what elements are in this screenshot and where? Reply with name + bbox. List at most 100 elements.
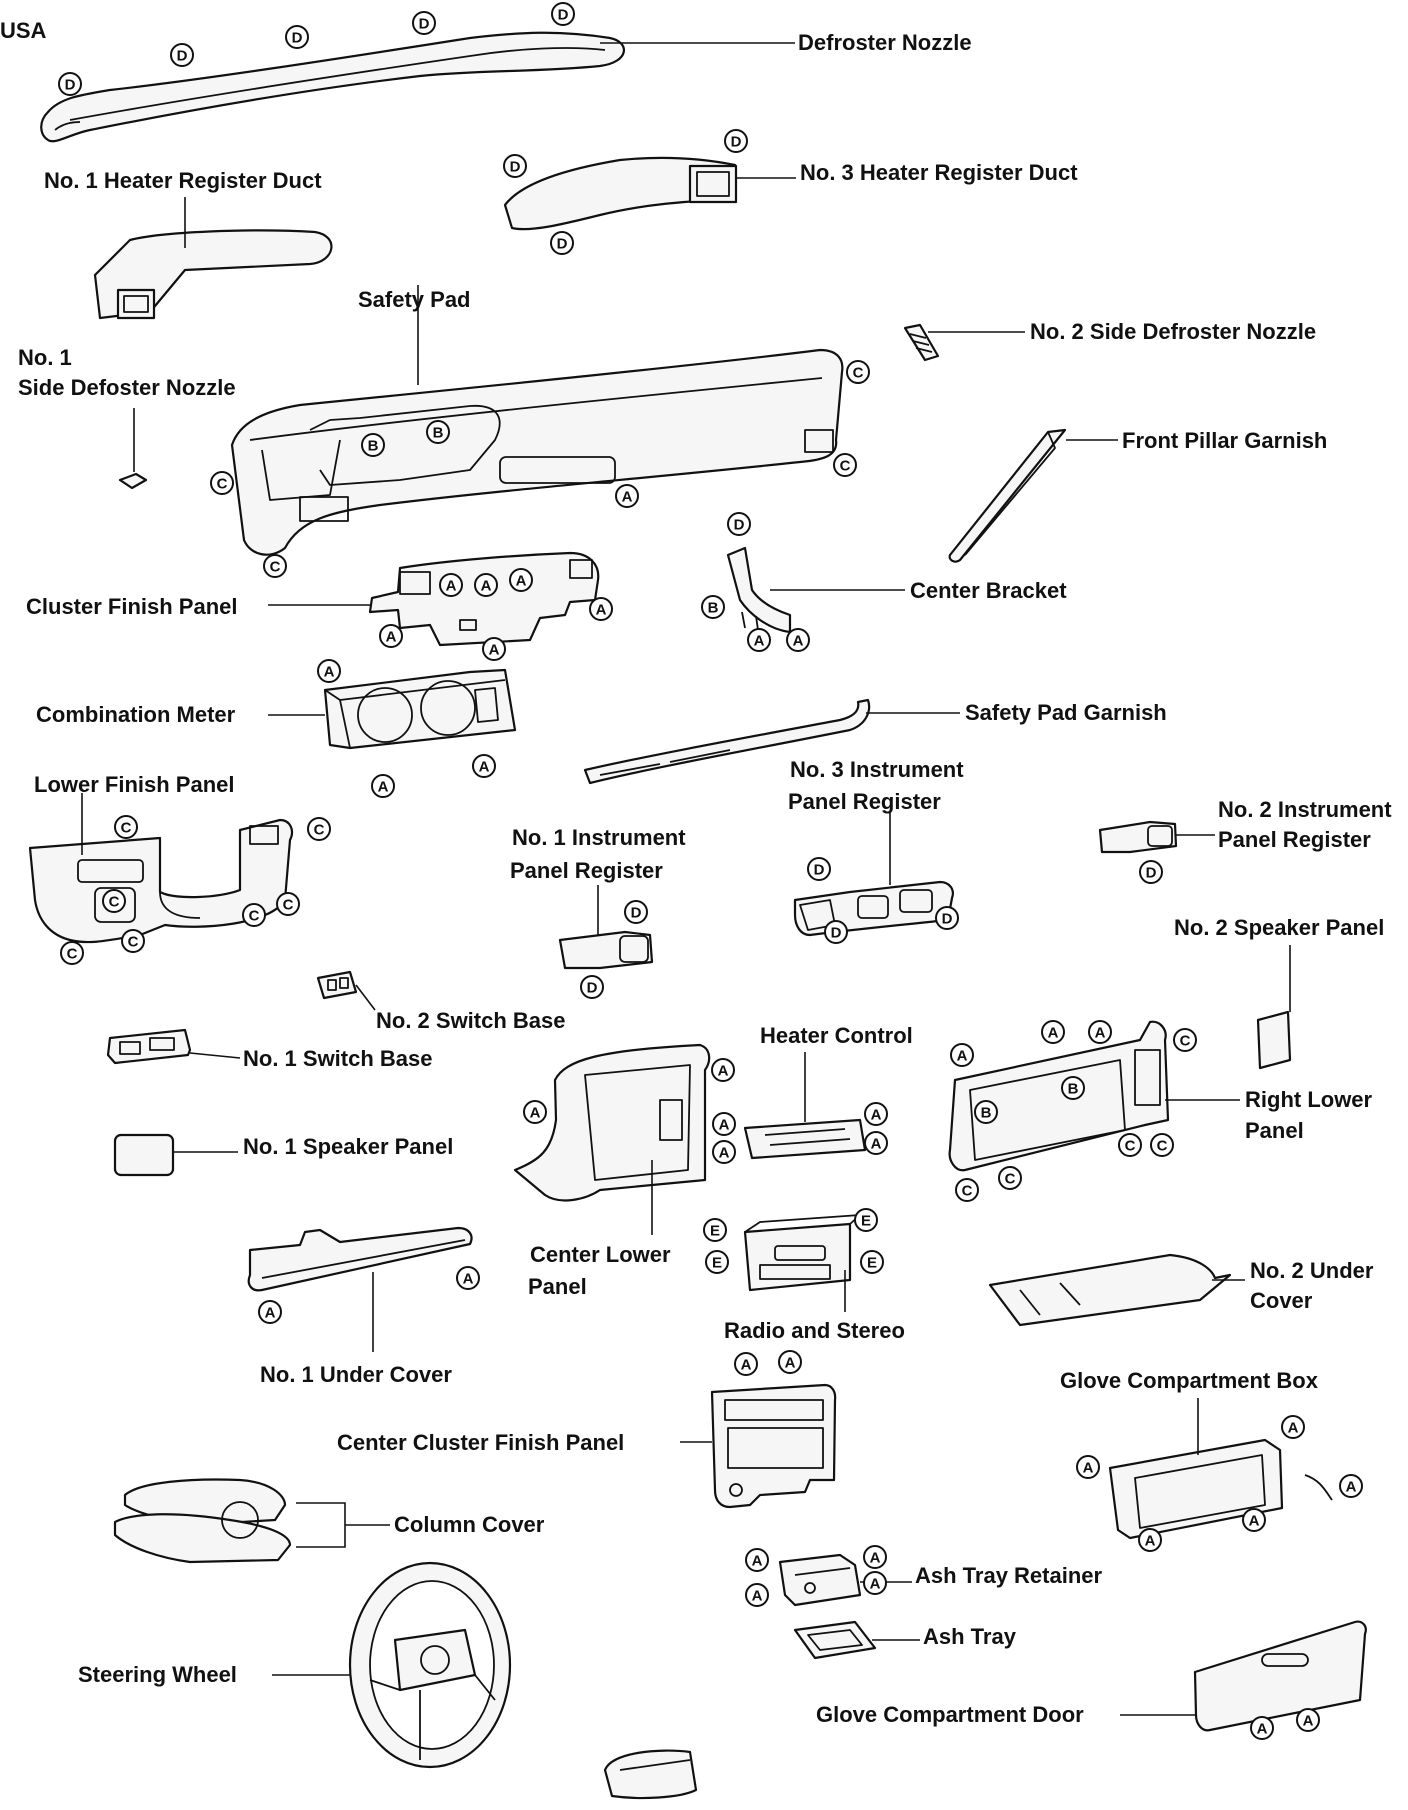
marker-a: A <box>589 597 613 621</box>
svg-text:C: C <box>1005 1171 1016 1188</box>
marker-a: A <box>439 573 463 597</box>
label-lower-finish-panel: Lower Finish Panel <box>34 772 234 797</box>
marker-c: C <box>955 1178 979 1202</box>
label-safety-pad: Safety Pad <box>358 287 471 312</box>
svg-text:D: D <box>558 7 569 24</box>
label-no2-instrument-panel-register-line2: Panel Register <box>1218 827 1371 852</box>
no2-side-defroster-nozzle-part <box>903 323 940 362</box>
label-center-bracket: Center Bracket <box>910 578 1067 603</box>
marker-a: A <box>1250 1716 1274 1740</box>
marker-d: D <box>551 2 575 26</box>
label-front-pillar-garnish: Front Pillar Garnish <box>1122 428 1327 453</box>
svg-text:A: A <box>741 1357 752 1374</box>
marker-e: E <box>854 1208 878 1232</box>
svg-text:D: D <box>510 159 521 176</box>
marker-a: A <box>864 1131 888 1155</box>
marker-d: D <box>935 906 959 930</box>
marker-a: A <box>379 624 403 648</box>
svg-text:A: A <box>870 1576 881 1593</box>
svg-text:B: B <box>433 425 444 442</box>
svg-text:A: A <box>622 489 633 506</box>
marker-c: C <box>1150 1133 1174 1157</box>
marker-a: A <box>745 1583 769 1607</box>
svg-text:D: D <box>731 134 742 151</box>
no3-instrument-panel-register-part <box>793 880 954 937</box>
marker-c: C <box>998 1166 1022 1190</box>
label-right-lower-panel-line1: Right Lower <box>1245 1087 1373 1112</box>
svg-text:D: D <box>419 16 430 33</box>
svg-text:A: A <box>530 1105 541 1122</box>
label-radio-and-stereo: Radio and Stereo <box>724 1318 905 1343</box>
marker-c: C <box>60 941 84 965</box>
svg-text:D: D <box>1146 865 1157 882</box>
svg-text:A: A <box>1145 1533 1156 1550</box>
marker-a: A <box>371 774 395 798</box>
marker-a: A <box>863 1571 887 1595</box>
svg-text:A: A <box>481 578 492 595</box>
svg-text:A: A <box>1288 1420 1299 1437</box>
center-lower-panel-part <box>513 1043 711 1202</box>
label-right-lower-panel-line2: Panel <box>1245 1118 1304 1143</box>
marker-a: A <box>523 1100 547 1124</box>
label-no1-heater-register-duct: No. 1 Heater Register Duct <box>44 168 322 193</box>
svg-text:D: D <box>177 48 188 65</box>
svg-text:A: A <box>1083 1460 1094 1477</box>
no3-heater-register-duct-part <box>503 156 738 231</box>
marker-d: D <box>1139 860 1163 884</box>
svg-text:C: C <box>270 559 281 576</box>
label-glove-compartment-door: Glove Compartment Door <box>816 1702 1084 1727</box>
marker-a: A <box>472 754 496 778</box>
svg-text:A: A <box>265 1305 276 1322</box>
no1-heater-register-duct-part <box>93 229 333 320</box>
svg-text:C: C <box>67 946 78 963</box>
label-center-lower-panel-line1: Center Lower <box>530 1242 671 1267</box>
label-ash-tray-retainer: Ash Tray Retainer <box>915 1563 1103 1588</box>
label-ash-tray: Ash Tray <box>923 1624 1017 1649</box>
marker-d: D <box>580 975 604 999</box>
marker-d: D <box>170 43 194 67</box>
svg-text:C: C <box>840 458 851 475</box>
label-cluster-finish-panel: Cluster Finish Panel <box>26 594 238 619</box>
svg-text:A: A <box>1048 1025 1059 1042</box>
label-safety-pad-garnish: Safety Pad Garnish <box>965 700 1167 725</box>
label-steering-wheel: Steering Wheel <box>78 1662 237 1687</box>
label-no1-side-defroster-nozzle-line1: No. 1 <box>18 345 72 370</box>
no1-under-cover-part <box>247 1226 473 1292</box>
marker-a: A <box>474 573 498 597</box>
marker-a: A <box>786 628 810 652</box>
marker-b: B <box>701 595 725 619</box>
column-cover-part <box>113 1478 292 1564</box>
svg-text:C: C <box>121 820 132 837</box>
front-pillar-garnish-part <box>948 428 1067 563</box>
marker-d: D <box>624 900 648 924</box>
marker-c: C <box>114 815 138 839</box>
marker-e: E <box>860 1250 884 1274</box>
label-heater-control: Heater Control <box>760 1023 913 1048</box>
marker-c: C <box>307 817 331 841</box>
svg-text:C: C <box>1125 1138 1136 1155</box>
svg-text:B: B <box>981 1105 992 1122</box>
combination-meter-part <box>323 668 517 750</box>
marker-a: A <box>712 1112 736 1136</box>
svg-text:B: B <box>368 438 379 455</box>
svg-text:D: D <box>631 905 642 922</box>
marker-d: D <box>285 25 309 49</box>
svg-text:D: D <box>942 911 953 928</box>
svg-text:A: A <box>871 1136 882 1153</box>
marker-a: A <box>734 1352 758 1376</box>
label-center-cluster-finish-panel: Center Cluster Finish Panel <box>337 1430 624 1455</box>
ash-tray-retainer-part <box>778 1553 862 1607</box>
center-cluster-finish-panel-part <box>710 1383 837 1509</box>
marker-a: A <box>1339 1474 1363 1498</box>
svg-text:A: A <box>378 779 389 796</box>
marker-a: A <box>1088 1020 1112 1044</box>
label-no3-heater-register-duct: No. 3 Heater Register Duct <box>800 160 1078 185</box>
label-no3-instrument-panel-register-line1: No. 3 Instrument <box>790 757 964 782</box>
no2-speaker-panel-part <box>1256 1010 1292 1070</box>
label-no2-under-cover-line1: No. 2 Under <box>1250 1258 1374 1283</box>
marker-b: B <box>974 1100 998 1124</box>
marker-a: A <box>1138 1528 1162 1552</box>
